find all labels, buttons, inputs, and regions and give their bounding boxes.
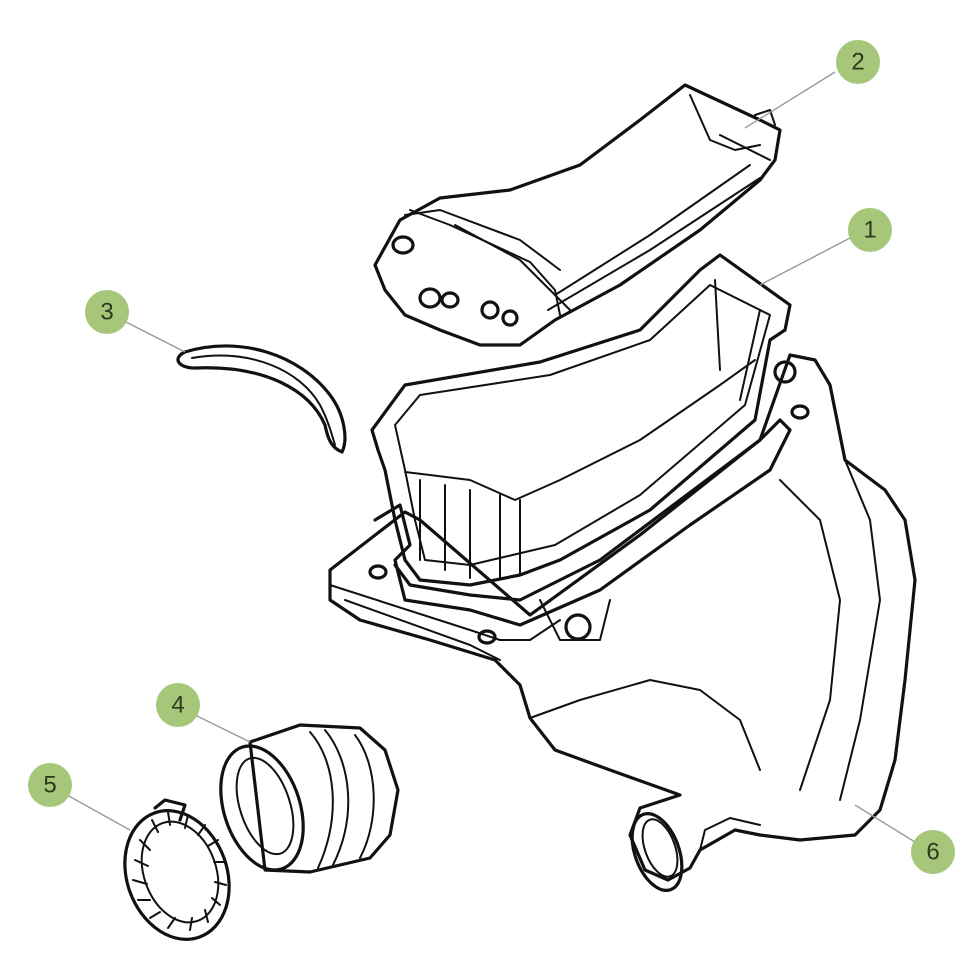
leader-lines <box>66 71 916 843</box>
part-5-hose-clamp <box>123 798 231 941</box>
callout-1: 1 <box>848 208 892 252</box>
part-6-airbox-housing <box>328 353 917 892</box>
callout-6: 6 <box>911 830 955 874</box>
callout-number: 2 <box>851 49 864 76</box>
leader-1 <box>759 237 851 286</box>
callout-4: 4 <box>156 683 200 727</box>
callout-5: 5 <box>28 763 72 807</box>
callout-number: 1 <box>863 217 876 244</box>
leader-3 <box>121 319 186 353</box>
part-2-air-filter <box>373 83 782 347</box>
callout-number: 3 <box>100 299 113 326</box>
part-4-rubber-sleeve <box>219 723 400 874</box>
callout-3: 3 <box>85 290 129 334</box>
leader-5 <box>66 794 131 831</box>
callout-badge <box>156 683 200 727</box>
callout-badge <box>911 830 955 874</box>
callout-number: 5 <box>43 772 56 799</box>
callout-badge <box>28 763 72 807</box>
leader-6 <box>854 804 916 843</box>
leader-2 <box>744 71 836 129</box>
callout-number: 4 <box>171 692 184 719</box>
part-3-seal <box>176 344 347 454</box>
callout-2: 2 <box>836 40 880 84</box>
callout-badge <box>848 208 892 252</box>
callout-number: 6 <box>926 839 939 866</box>
callout-badge <box>85 290 129 334</box>
part-1-filter-frame <box>370 253 792 627</box>
callout-badge <box>836 40 880 84</box>
leader-4 <box>194 714 251 743</box>
